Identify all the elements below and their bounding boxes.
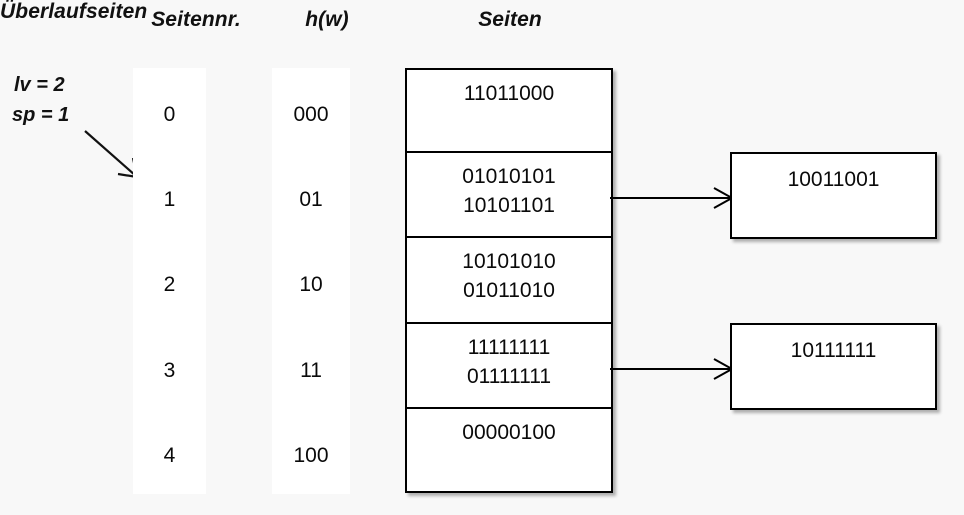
seitennr-cell-4: 4	[163, 444, 176, 467]
seiten-record: 00000100	[462, 421, 556, 444]
seiten-record: 01111111	[466, 365, 552, 388]
seiten-box: 11011000 01010101 10101101 10101010 0101…	[405, 68, 613, 493]
hw-cell-0: 000	[293, 103, 329, 126]
overflow-record: 10111111	[790, 339, 877, 362]
seiten-record: 10101101	[463, 194, 555, 217]
seiten-page-1: 01010101 10101101	[407, 151, 611, 236]
annotation-sp: sp = 1	[12, 104, 70, 126]
seitennr-cell-2: 2	[163, 273, 176, 296]
hw-cell-2: 10	[299, 273, 323, 296]
seiten-record: 11011000	[463, 82, 555, 105]
overflow-connector-arrow	[610, 187, 735, 209]
hw-cell-1: 01	[299, 188, 323, 211]
column-header-seiten: Seiten	[478, 8, 542, 31]
annotation-lv: lv = 2	[14, 74, 65, 96]
seiten-record: 10101010	[462, 250, 556, 273]
seitennr-cell-1: 1	[163, 188, 176, 211]
column-header-hw: h(w)	[305, 8, 349, 31]
seitennr-cell-0: 0	[163, 103, 176, 126]
hw-cell-3: 11	[300, 359, 322, 382]
seiten-page-3: 11111111 01111111	[407, 322, 611, 407]
column-header-seitennr: Seitennr.	[151, 8, 241, 31]
overflow-page-1: 10111111	[730, 323, 937, 410]
seiten-record: 11111111	[467, 336, 551, 359]
overflow-connector-arrow	[610, 358, 735, 380]
seiten-page-0: 11011000	[407, 70, 611, 151]
overflow-record: 10011001	[787, 168, 880, 191]
seiten-page-4: 00000100	[407, 407, 611, 491]
seiten-record: 01011010	[463, 279, 555, 302]
hw-cell-4: 100	[293, 444, 329, 467]
column-strip-hw: 000 01 10 11 100	[272, 68, 350, 494]
seitennr-cell-3: 3	[163, 359, 176, 382]
seiten-page-2: 10101010 01011010	[407, 236, 611, 322]
overflow-page-0: 10011001	[730, 152, 937, 239]
column-header-ueberlaufseiten: Überlaufseiten	[0, 0, 148, 23]
column-strip-seitennr: 0 1 2 3 4	[133, 68, 206, 494]
seiten-record: 01010101	[462, 165, 556, 188]
